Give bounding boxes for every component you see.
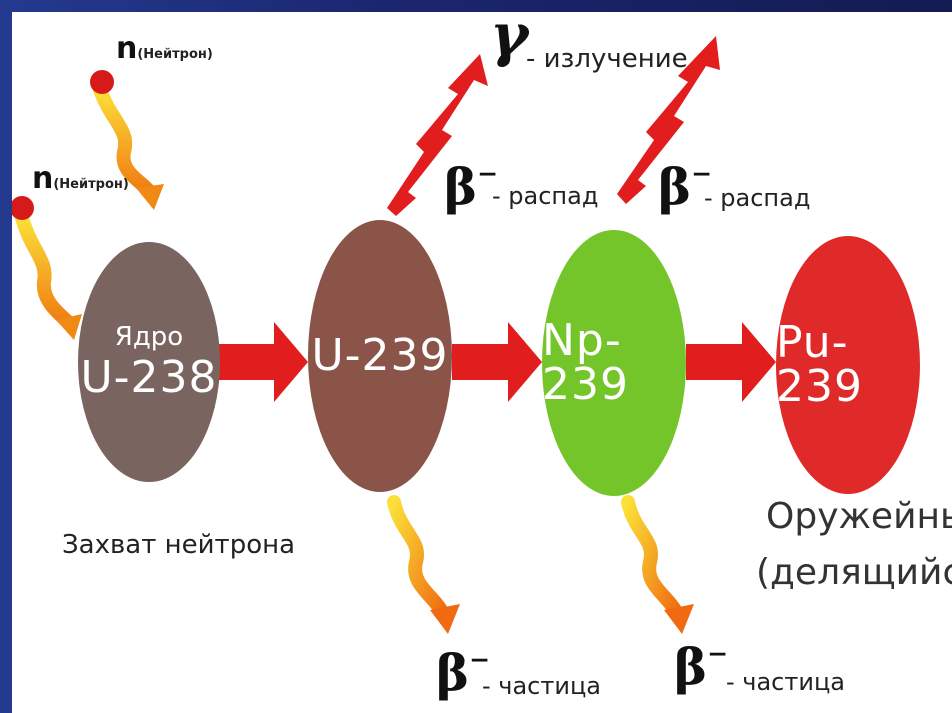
- nucleus-np239: Np-239: [542, 230, 686, 496]
- nucleus-pu239-label: Pu-239: [776, 317, 863, 412]
- particle-symbol-1: β−: [436, 644, 491, 698]
- nucleus-u238-sub: Ядро: [114, 322, 184, 352]
- gamma-text: - излучение: [526, 44, 688, 74]
- neutron-text-2: (Нейтрон): [53, 177, 129, 192]
- nucleus-pu239: Pu-239: [776, 236, 920, 494]
- neutron-label-1: n(Нейтрон): [116, 34, 213, 64]
- arrow-u238-u239: [218, 322, 308, 402]
- beta-particle-squiggle-2: [621, 495, 685, 623]
- decay-symbol-2-beta: β: [658, 157, 692, 216]
- neutron-label-2: n(Нейтрон): [32, 164, 129, 194]
- particle-symbol-2-sup: −: [707, 638, 729, 668]
- neutron-arrowhead-2: [56, 314, 82, 340]
- beta-particle-squiggle-1: [387, 495, 451, 623]
- particle-symbol-2: β−: [674, 638, 729, 692]
- neutron-text-1: (Нейтрон): [137, 47, 213, 62]
- decay-symbol-2-sup: −: [691, 158, 713, 188]
- nucleus-u239: U-239: [308, 220, 452, 492]
- particle-text-1: - частица: [482, 672, 601, 700]
- neutron-dot-2: [12, 196, 34, 220]
- particle-symbol-2-beta: β: [674, 637, 708, 696]
- decay-symbol-1: β−: [444, 158, 499, 212]
- gamma-symbol: γ: [490, 12, 529, 69]
- capture-caption: Захват нейтрона: [62, 530, 296, 560]
- neutron-tail-1: [93, 83, 157, 199]
- zigzag-arrow-1: [387, 54, 488, 216]
- nucleus-u239-label: U-239: [311, 330, 449, 381]
- neutron-dot-1: [90, 70, 114, 94]
- decay-text-2: - распад: [704, 184, 811, 212]
- diagram-canvas: Ядро U-238 U-239 Np-239 Pu-239 n(Нейтрон…: [12, 12, 952, 713]
- particle-symbol-1-beta: β: [436, 643, 470, 702]
- decay-symbol-1-sup: −: [477, 158, 499, 188]
- beta-particle-arrowhead-1: [430, 604, 460, 634]
- weapon-caption-line1: Оружейный: [766, 496, 952, 537]
- neutron-symbol-1: n: [116, 31, 138, 66]
- nucleus-np239-label: Np-239: [542, 315, 629, 410]
- beta-particle-arrowhead-2: [664, 604, 694, 634]
- particle-text-2: - частица: [726, 668, 845, 696]
- decay-symbol-1-beta: β: [444, 157, 478, 216]
- arrow-u239-np239: [452, 322, 542, 402]
- nucleus-u238-label: U-238: [80, 352, 218, 403]
- arrow-np239-pu239: [686, 322, 776, 402]
- neutron-tail-2: [15, 211, 77, 331]
- nucleus-u238: Ядро U-238: [78, 242, 220, 482]
- particle-symbol-1-sup: −: [469, 644, 491, 674]
- zigzag-arrow-2: [617, 36, 720, 204]
- arrows-layer: [12, 36, 776, 634]
- decay-text-1: - распад: [492, 182, 599, 210]
- decay-symbol-2: β−: [658, 158, 713, 212]
- neutron-symbol-2: n: [32, 161, 54, 196]
- neutron-arrowhead-1: [136, 184, 164, 210]
- weapon-caption-line2: (делящийся): [756, 552, 952, 593]
